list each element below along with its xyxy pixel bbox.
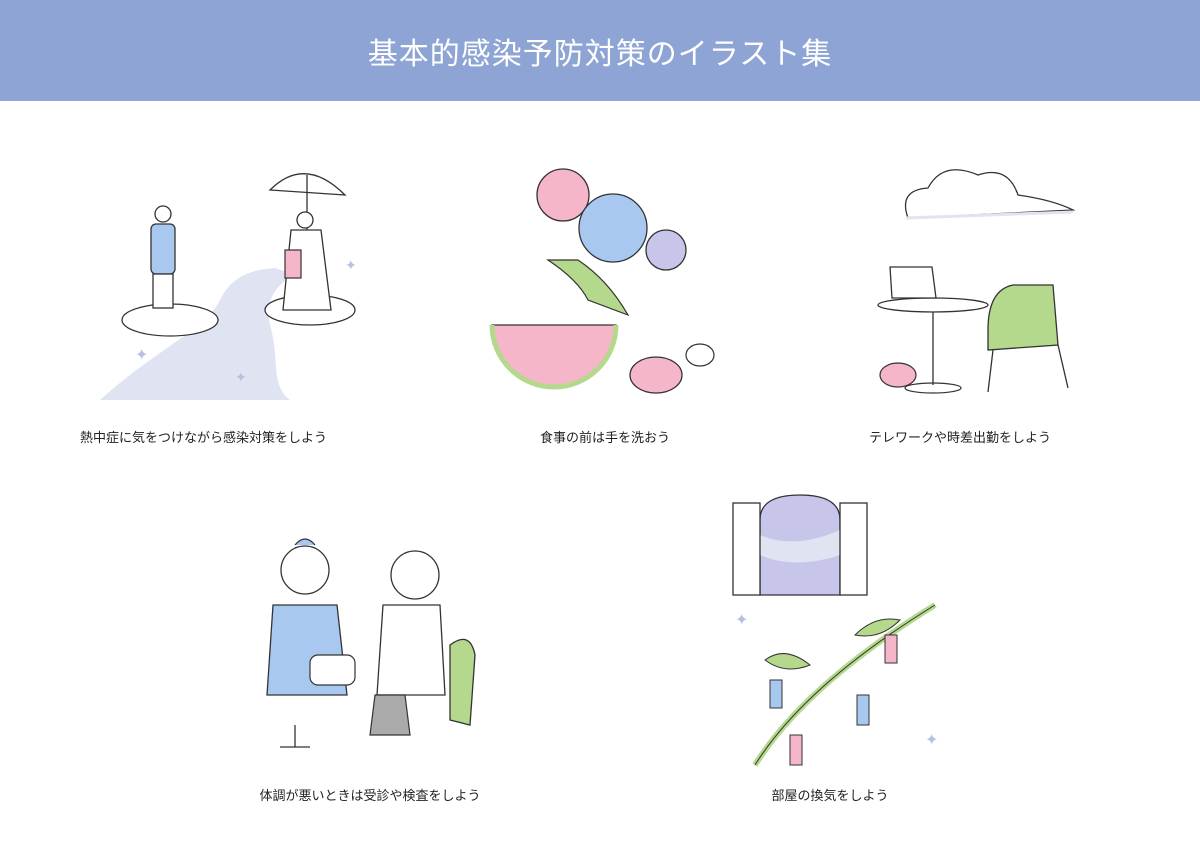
caption-heatstroke: 熱中症に気をつけながら感染対策をしよう (80, 431, 328, 446)
svg-text:✦: ✦ (925, 730, 938, 749)
illustration-telework (868, 150, 1088, 410)
caption-handwash: 食事の前は手を洗おう (539, 431, 670, 446)
caption-telework: テレワークや時差出勤をしよう (868, 431, 1051, 446)
illustration-doctor (265, 535, 485, 760)
svg-text:✦: ✦ (235, 370, 247, 386)
illustration-handwash (488, 150, 728, 410)
caption-ventilation: 部屋の換気をしよう (771, 789, 889, 804)
svg-text:✦: ✦ (135, 345, 148, 364)
telework-image (877, 169, 1076, 394)
handwash-image (489, 168, 715, 394)
doctor-image (266, 538, 476, 748)
page-title: 基本的感染予防対策のイラスト集 (367, 36, 833, 72)
svg-text:✦: ✦ (735, 610, 748, 629)
caption-doctor: 体調が悪いときは受診や検査をしよう (259, 789, 481, 804)
heatstroke-image: ✦ ✦ ✦ (100, 173, 357, 400)
ventilation-image: ✦ ✦ (732, 494, 938, 767)
svg-text:✦: ✦ (345, 258, 357, 274)
illustration-heatstroke: ✦ ✦ ✦ (95, 150, 385, 410)
title-banner: 基本的感染予防対策のイラスト集 (0, 0, 1200, 101)
illustration-ventilation: ✦ ✦ (725, 494, 965, 770)
